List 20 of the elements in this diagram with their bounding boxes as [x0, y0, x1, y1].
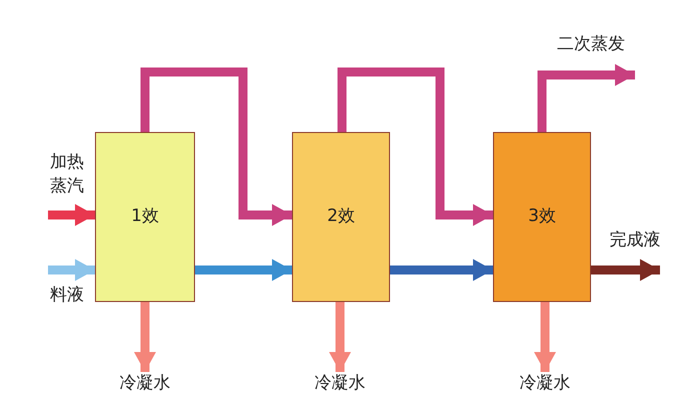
- arrow: [591, 259, 660, 281]
- effect-box: [493, 132, 591, 302]
- arrow: [140, 68, 292, 226]
- arrow: [390, 259, 493, 281]
- effect-label: 2效: [327, 205, 355, 228]
- effect-box: [292, 132, 390, 302]
- arrow: [134, 302, 156, 372]
- effect-box: [95, 132, 195, 302]
- arrow: [195, 259, 292, 281]
- arrow: [48, 259, 95, 281]
- arrow: [538, 64, 635, 132]
- arrow: [534, 302, 556, 372]
- output-label: 冷凝水: [510, 372, 580, 396]
- effect-label: 3效: [528, 205, 556, 228]
- arrow: [48, 204, 95, 226]
- arrow: [338, 68, 493, 226]
- arrow: [329, 302, 351, 372]
- effect-label: 1效: [131, 205, 159, 228]
- output-label: 冷凝水: [305, 372, 375, 396]
- output-label: 冷凝水: [110, 372, 180, 396]
